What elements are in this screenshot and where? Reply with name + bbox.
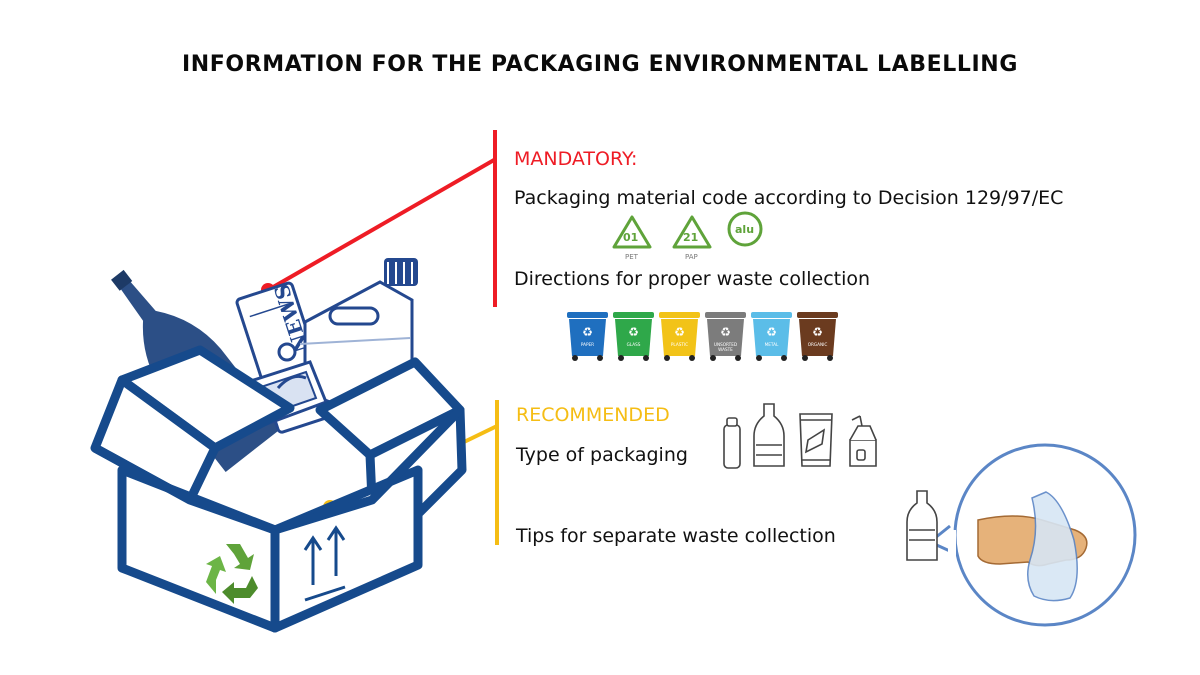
- code-pap-icon: 21 PAP: [672, 215, 712, 261]
- bin-lid: [751, 312, 792, 318]
- bin-wheel: [756, 355, 762, 361]
- bin-body: [707, 319, 744, 356]
- bin-lid: [613, 312, 654, 318]
- bin-wheel: [735, 355, 741, 361]
- bin-recycle-icon: ♻: [628, 325, 639, 339]
- mandatory-item-material-code: Packaging material code according to Dec…: [514, 187, 1064, 209]
- bin-recycle-icon: ♻: [812, 325, 823, 339]
- code-pet-sub: PET: [625, 253, 639, 261]
- bin-wheel: [597, 355, 603, 361]
- carton-icon: [849, 415, 877, 467]
- snack-bag-icon: [799, 413, 833, 467]
- recommended-heading: RECOMMENDED: [516, 404, 670, 426]
- bin-wheel: [643, 355, 649, 361]
- recommended-item-collection-tips: Tips for separate waste collection: [516, 525, 836, 547]
- mandatory-leader-line: [267, 158, 495, 292]
- small-bottle-icon: [906, 490, 938, 561]
- bin-wheel: [572, 355, 578, 361]
- this-way-up-icon: [303, 525, 346, 602]
- page-title: INFORMATION FOR THE PACKAGING ENVIRONMEN…: [182, 52, 1018, 77]
- waste-bin-glass: ♻ GLASS: [613, 312, 654, 361]
- bin-label: ORGANIC: [808, 342, 828, 347]
- bin-lid: [797, 312, 838, 318]
- bin-label: UNSORTED: [714, 342, 737, 347]
- bin-label: METAL: [765, 342, 779, 347]
- bin-label: PAPER: [581, 342, 594, 347]
- tip-bubble: [928, 443, 1137, 627]
- box-recycle-icon: [206, 544, 258, 604]
- bin-recycle-icon: ♻: [582, 325, 593, 339]
- bin-recycle-icon: ♻: [766, 325, 777, 339]
- code-pap-number: 21: [683, 231, 698, 244]
- code-alu-icon: alu: [727, 211, 763, 247]
- code-pet-number: 01: [623, 231, 638, 244]
- can-icon: [723, 417, 741, 469]
- bin-wheel: [802, 355, 808, 361]
- waste-bin-metal: ♻ METAL: [751, 312, 792, 361]
- mandatory-item-waste-directions: Directions for proper waste collection: [514, 268, 871, 290]
- bin-body: [799, 319, 836, 356]
- bin-wheel: [664, 355, 670, 361]
- bin-wheel: [781, 355, 787, 361]
- bin-recycle-icon: ♻: [720, 325, 731, 339]
- bin-body: [569, 319, 606, 356]
- waste-bin-organic: ♻ ORGANIC: [797, 312, 838, 361]
- bin-lid: [705, 312, 746, 318]
- bin-label: WASTE: [718, 347, 733, 352]
- bin-label: GLASS: [627, 342, 641, 347]
- bin-recycle-icon: ♻: [674, 325, 685, 339]
- recommended-accent-bar: [495, 400, 499, 545]
- code-icons: 01 PET 21 PAP alu: [612, 211, 763, 261]
- bin-wheel: [710, 355, 716, 361]
- mandatory-accent-bar: [493, 130, 497, 307]
- crushed-bottle-icon: [1027, 491, 1078, 602]
- bin-lid: [567, 312, 608, 318]
- bin-body: [661, 319, 698, 356]
- bin-wheel: [618, 355, 624, 361]
- bin-wheel: [827, 355, 833, 361]
- mandatory-heading: MANDATORY:: [514, 148, 638, 170]
- packaging-type-icons: [723, 403, 877, 469]
- waste-bin-plastic: ♻ PLASTIC: [659, 312, 700, 361]
- bin-lid: [659, 312, 700, 318]
- waste-bin-paper: ♻ PAPER: [567, 312, 608, 361]
- bin-body: [753, 319, 790, 356]
- bin-wheel: [689, 355, 695, 361]
- code-pet-icon: 01 PET: [612, 215, 652, 261]
- bin-body: [615, 319, 652, 356]
- code-alu-number: alu: [735, 223, 754, 236]
- recommended-item-packaging-type: Type of packaging: [516, 444, 688, 466]
- code-pap-sub: PAP: [685, 253, 698, 261]
- bin-label: PLASTIC: [671, 342, 688, 347]
- bottle-icon: [753, 403, 785, 467]
